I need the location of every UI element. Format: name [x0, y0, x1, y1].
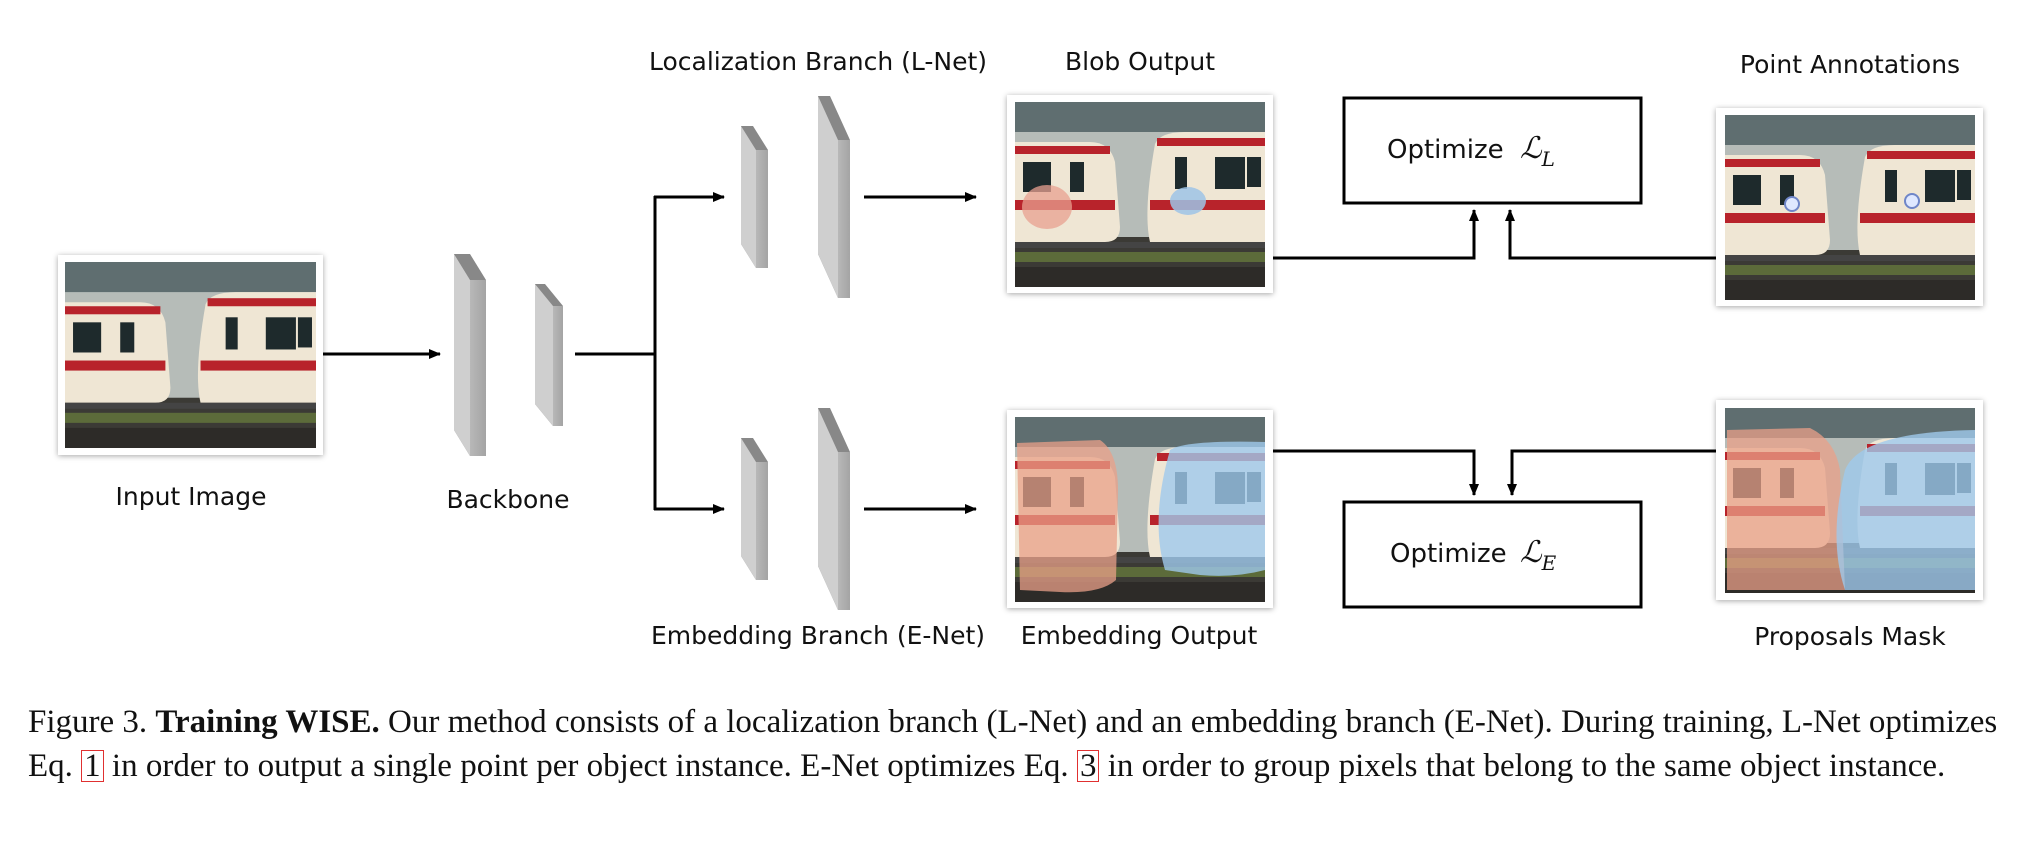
caption-prefix: Figure 3. [28, 704, 148, 740]
input-image-label: Input Image [116, 482, 267, 511]
proposal-blue-region [1836, 430, 1975, 590]
localization-branch-label: Localization Branch (L-Net) [649, 47, 987, 76]
lnet-block [741, 126, 768, 268]
equation-ref-link[interactable]: 1 [81, 750, 104, 783]
optimize-e-text: Optimize [1390, 539, 1507, 569]
embedding-blue-region [1158, 441, 1265, 576]
figure-caption: Figure 3. Training WISE. Our method cons… [28, 700, 2018, 788]
arrow-embedding-to-optimize-e [1273, 449, 1479, 496]
proposal-red-region [1727, 428, 1845, 590]
blob-output-label: Blob Output [1065, 47, 1215, 76]
embedding-branch-label: Embedding Branch (E-Net) [651, 621, 985, 650]
backbone-block [535, 284, 563, 426]
point-annotations-label: Point Annotations [1740, 50, 1960, 79]
loss-l-symbol: ℒL [1520, 131, 1555, 171]
optimize-l-box: Optimize ℒL [1342, 96, 1643, 205]
arrow-blob-to-optimize-l [1273, 209, 1479, 260]
caption-title: Training WISE. [155, 704, 380, 740]
blob-red [1022, 185, 1072, 229]
caption-text: in order to group pixels that belong to … [1107, 748, 1946, 784]
optimize-e-box: Optimize ℒE [1342, 500, 1643, 609]
loss-e-symbol: ℒE [1520, 535, 1557, 575]
equation-ref-link[interactable]: 3 [1076, 750, 1100, 783]
point-annotations-image [1716, 108, 1983, 306]
arrow-proposals-to-optimize-e [1507, 449, 1716, 496]
proposals-mask-image [1716, 400, 1983, 600]
embedding-output-label: Embedding Output [1021, 621, 1258, 650]
embedding-output-image [1007, 410, 1273, 608]
enet-block [818, 408, 850, 610]
proposals-mask-label: Proposals Mask [1754, 622, 1946, 651]
embedding-red-region [1017, 440, 1118, 593]
backbone-label: Backbone [446, 485, 569, 514]
optimize-l-text: Optimize [1387, 135, 1504, 165]
enet-block [741, 438, 768, 580]
blob-blue [1170, 187, 1206, 215]
input-image [58, 255, 323, 455]
arrow-points-to-optimize-l [1505, 209, 1716, 260]
point-annotation-marker [1904, 193, 1920, 209]
point-annotation-marker [1784, 196, 1800, 212]
caption-text: in order to output a single point per ob… [111, 748, 1069, 784]
caption-text: Our method consists of a localization br… [28, 704, 1998, 784]
lnet-block [818, 96, 850, 298]
blob-output-image [1007, 95, 1273, 293]
backbone-block [454, 254, 486, 456]
wise-training-diagram: Input Image Backbone Localization Branch… [58, 47, 1983, 651]
